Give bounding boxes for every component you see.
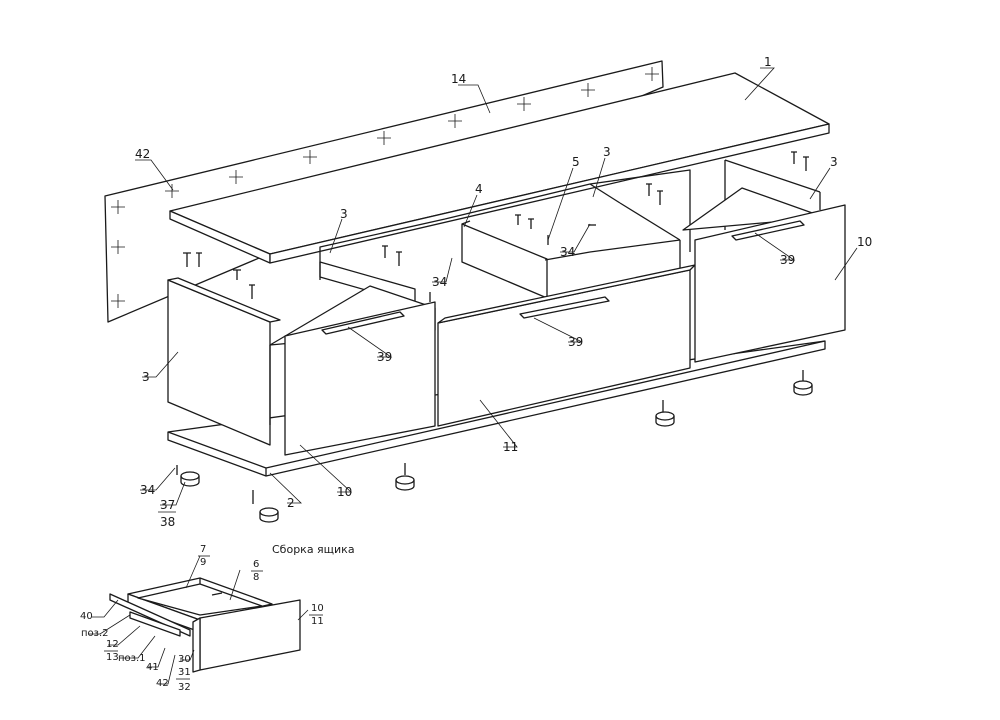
label-6: 6 bbox=[253, 559, 259, 570]
label-42: 42 bbox=[135, 147, 150, 161]
label-39: 39 bbox=[377, 350, 392, 364]
feet bbox=[180, 380, 813, 523]
left-side-panel-3 bbox=[167, 277, 281, 446]
foot bbox=[180, 471, 200, 487]
label-1: 1 bbox=[764, 55, 772, 69]
label-37: 37 bbox=[160, 498, 175, 512]
label-7: 7 bbox=[200, 544, 206, 555]
label-3: 3 bbox=[830, 155, 838, 169]
label-4: 4 bbox=[475, 182, 483, 196]
label-34: 34 bbox=[140, 483, 155, 497]
label-38: 38 bbox=[160, 515, 175, 529]
label-11: 11 bbox=[503, 440, 518, 454]
label-13: 13 bbox=[106, 652, 119, 663]
left-drawer-10 bbox=[269, 285, 436, 456]
right-drawer-10 bbox=[682, 187, 846, 363]
label-40: 40 bbox=[80, 611, 93, 622]
label-41: 41 bbox=[146, 662, 159, 673]
label-42: 42 bbox=[156, 678, 169, 689]
label-8: 8 bbox=[253, 572, 259, 583]
label-34: 34 bbox=[432, 275, 447, 289]
label-32: 32 bbox=[178, 682, 191, 693]
label-39: 39 bbox=[568, 335, 583, 349]
label-3: 3 bbox=[142, 370, 150, 384]
drawer-assembly-title: Сборка ящика bbox=[272, 543, 355, 556]
label-2: 2 bbox=[287, 496, 295, 510]
leader-lines bbox=[135, 67, 858, 506]
label-10: 10 bbox=[857, 235, 872, 249]
label-11: 11 bbox=[311, 616, 324, 627]
shelf-5 bbox=[544, 239, 681, 270]
label-30: 30 bbox=[178, 654, 191, 665]
foot bbox=[655, 411, 675, 427]
drawer-assembly-detail: Сборка ящика 7 9 6 8 bbox=[80, 543, 355, 693]
partition-4 bbox=[461, 220, 548, 299]
label-12: 12 bbox=[106, 639, 119, 650]
label-9: 9 bbox=[200, 557, 206, 568]
label-39: 39 bbox=[780, 253, 795, 267]
foot bbox=[259, 507, 279, 523]
label-34: 34 bbox=[560, 245, 575, 259]
main-labels: 1 14 42 3 4 5 3 3 10 39 34 34 39 3 39 11… bbox=[135, 55, 872, 529]
foot bbox=[395, 475, 415, 491]
label-10: 10 bbox=[311, 603, 324, 614]
label-3: 3 bbox=[340, 207, 348, 221]
label-10: 10 bbox=[337, 485, 352, 499]
label-14: 14 bbox=[451, 72, 466, 86]
label-3: 3 bbox=[603, 145, 611, 159]
middle-drawer-11 bbox=[437, 264, 696, 427]
label-poz-1: поз.1 bbox=[118, 653, 146, 664]
foot bbox=[793, 380, 813, 396]
label-31: 31 bbox=[178, 667, 191, 678]
label-poz-2: поз.2 bbox=[81, 628, 109, 639]
label-5: 5 bbox=[572, 155, 580, 169]
